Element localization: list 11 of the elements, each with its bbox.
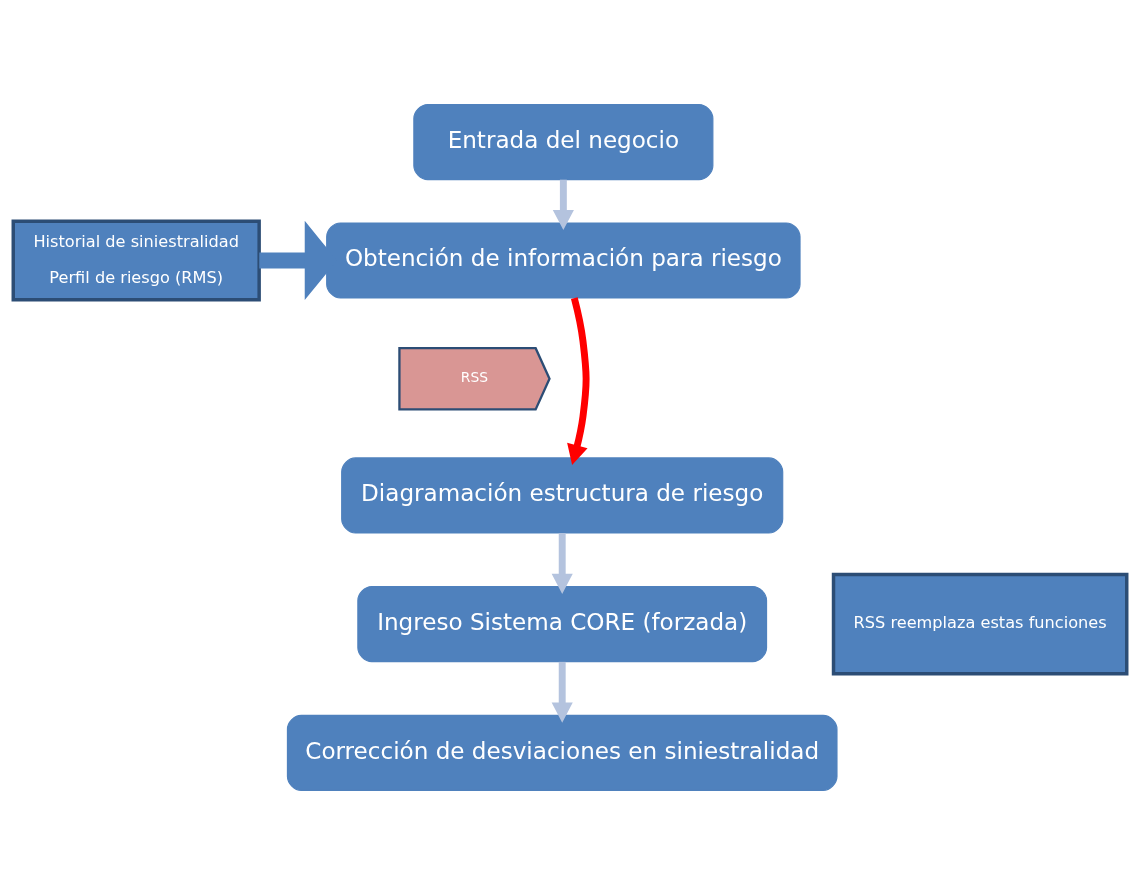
arrow xyxy=(567,296,590,465)
node-box: Corrección de desviaciones en siniestralidad xyxy=(286,714,838,791)
node-box: Historial de siniestralidad Perfil de riesgo (RMS) xyxy=(11,219,261,301)
node-box: Diagramación estructura de riesgo xyxy=(341,456,784,533)
arrow xyxy=(552,179,574,230)
node-box: Entrada del negocio xyxy=(413,103,714,180)
node-box: RSS reemplaza estas funciones xyxy=(831,572,1129,675)
node-box: Obtención de información para riesgo xyxy=(326,221,801,299)
node-box: Ingreso Sistema CORE (forzada) xyxy=(357,585,768,662)
arrow xyxy=(551,661,573,723)
arrow xyxy=(551,532,573,594)
